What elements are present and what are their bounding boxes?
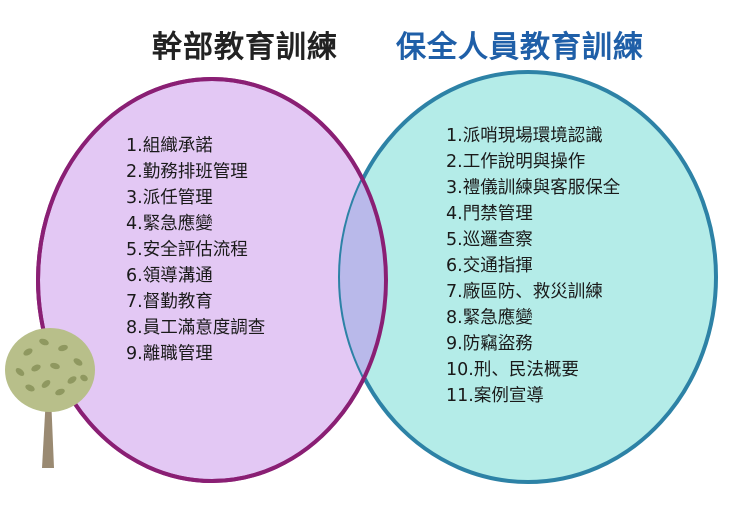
right-list-item: 1.派哨現場環境認識 xyxy=(446,126,603,146)
right-list-item: 10.刑、民法概要 xyxy=(446,360,579,380)
left-list-item: 6.領導溝通 xyxy=(126,266,213,286)
right-list-item: 4.門禁管理 xyxy=(446,204,533,224)
right-list-item: 3.禮儀訓練與客服保全 xyxy=(446,178,621,198)
left-item-list: 1.組織承諾 2.勤務排班管理 3.派任管理 4.緊急應變 5.安全評估流程 6… xyxy=(126,133,265,367)
left-list-item: 1.組織承諾 xyxy=(126,136,213,156)
left-circle-outline xyxy=(36,77,388,483)
right-list-item: 2.工作說明與操作 xyxy=(446,152,586,172)
tree-icon xyxy=(5,328,95,468)
right-list-item: 7.廠區防、救災訓練 xyxy=(446,282,603,302)
right-list-item: 6.交通指揮 xyxy=(446,256,533,276)
left-list-item: 5.安全評估流程 xyxy=(126,240,248,260)
right-item-list: 1.派哨現場環境認識 2.工作說明與操作 3.禮儀訓練與客服保全 4.門禁管理 … xyxy=(446,123,620,409)
left-list-item: 3.派任管理 xyxy=(126,188,213,208)
left-circle-title: 幹部教育訓練 xyxy=(152,30,338,65)
right-circle-title: 保全人員教育訓練 xyxy=(396,30,644,65)
right-list-item: 5.巡邏查察 xyxy=(446,230,533,250)
left-list-item: 8.員工滿意度調查 xyxy=(126,318,266,338)
right-list-item: 9.防竊盜務 xyxy=(446,334,533,354)
left-list-item: 7.督勤教育 xyxy=(126,292,213,312)
left-list-item: 2.勤務排班管理 xyxy=(126,162,248,182)
left-list-item: 9.離職管理 xyxy=(126,344,213,364)
right-list-item: 8.緊急應變 xyxy=(446,308,533,328)
left-list-item: 4.緊急應變 xyxy=(126,214,213,234)
right-list-item: 11.案例宣導 xyxy=(446,386,544,406)
